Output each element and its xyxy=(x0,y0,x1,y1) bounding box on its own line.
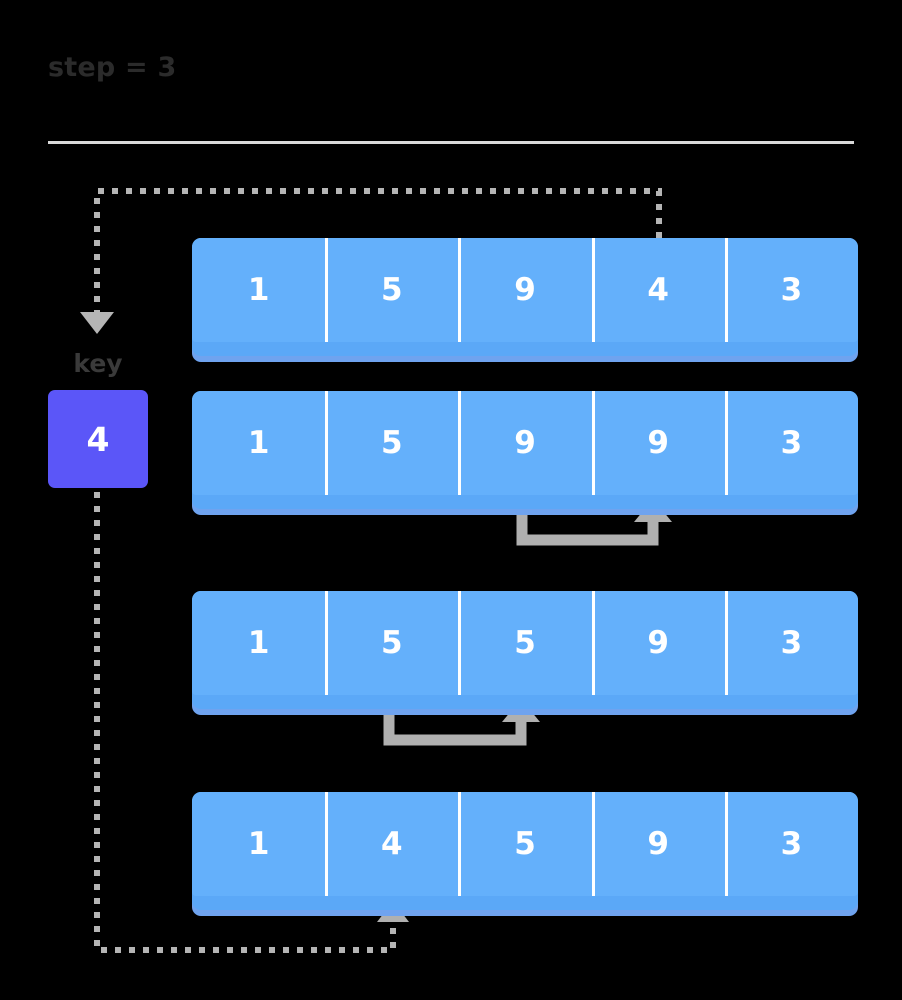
cell-value: 9 xyxy=(514,424,536,461)
cell-value: 1 xyxy=(247,825,270,862)
cell-value: 1 xyxy=(247,271,270,308)
array-cell[interactable]: 9 xyxy=(458,238,591,342)
cell-value: 5 xyxy=(381,271,403,308)
cell-value: 3 xyxy=(780,424,803,461)
array-row-2: 1 5 9 9 3 xyxy=(192,391,858,509)
array-cell[interactable]: 5 xyxy=(458,792,591,896)
cell-value: 5 xyxy=(381,424,403,461)
header-divider xyxy=(48,141,854,144)
cell-value: 4 xyxy=(381,825,403,862)
cell-value: 1 xyxy=(247,624,270,661)
cell-value: 9 xyxy=(647,825,669,862)
array-cell[interactable]: 3 xyxy=(724,391,858,495)
key-box[interactable]: 4 xyxy=(48,390,148,488)
array-cell[interactable]: 3 xyxy=(724,591,858,695)
cell-value: 5 xyxy=(514,624,536,661)
cell-value: 3 xyxy=(780,271,803,308)
array-cell[interactable]: 9 xyxy=(591,591,725,695)
array-cell[interactable]: 5 xyxy=(325,591,458,695)
array-cell[interactable]: 1 xyxy=(192,792,325,896)
array-row-3: 1 5 5 9 3 xyxy=(192,591,858,709)
array-cell[interactable]: 9 xyxy=(458,391,591,495)
array-cells-4: 1 4 5 9 3 xyxy=(192,792,858,896)
cell-value: 5 xyxy=(381,624,403,661)
array-cell[interactable]: 9 xyxy=(591,792,725,896)
array-cells-2: 1 5 9 9 3 xyxy=(192,391,858,495)
cell-value: 4 xyxy=(647,271,669,308)
array-cell[interactable]: 5 xyxy=(325,391,458,495)
array-cell[interactable]: 1 xyxy=(192,591,325,695)
cell-value: 1 xyxy=(247,424,270,461)
array-cell[interactable]: 3 xyxy=(724,792,858,896)
array-cell[interactable]: 4 xyxy=(591,238,725,342)
array-cell[interactable]: 9 xyxy=(591,391,725,495)
array-cells-3: 1 5 5 9 3 xyxy=(192,591,858,695)
key-label: key xyxy=(73,349,123,378)
cell-value: 3 xyxy=(780,624,803,661)
key-value: 4 xyxy=(86,419,110,459)
cell-value: 5 xyxy=(514,825,536,862)
cell-value: 9 xyxy=(647,424,669,461)
array-cell[interactable]: 5 xyxy=(325,238,458,342)
array-cell[interactable]: 1 xyxy=(192,238,325,342)
page-title: step = 3 xyxy=(48,52,177,83)
array-cells-1: 1 5 9 4 3 xyxy=(192,238,858,342)
cell-value: 9 xyxy=(647,624,669,661)
cell-value: 3 xyxy=(780,825,803,862)
array-cell[interactable]: 5 xyxy=(458,591,591,695)
array-row-4: 1 4 5 9 3 xyxy=(192,792,858,910)
array-row-1: 1 5 9 4 3 xyxy=(192,238,858,356)
array-cell[interactable]: 3 xyxy=(724,238,858,342)
array-cell[interactable]: 4 xyxy=(325,792,458,896)
cell-value: 9 xyxy=(514,271,536,308)
array-cell[interactable]: 1 xyxy=(192,391,325,495)
